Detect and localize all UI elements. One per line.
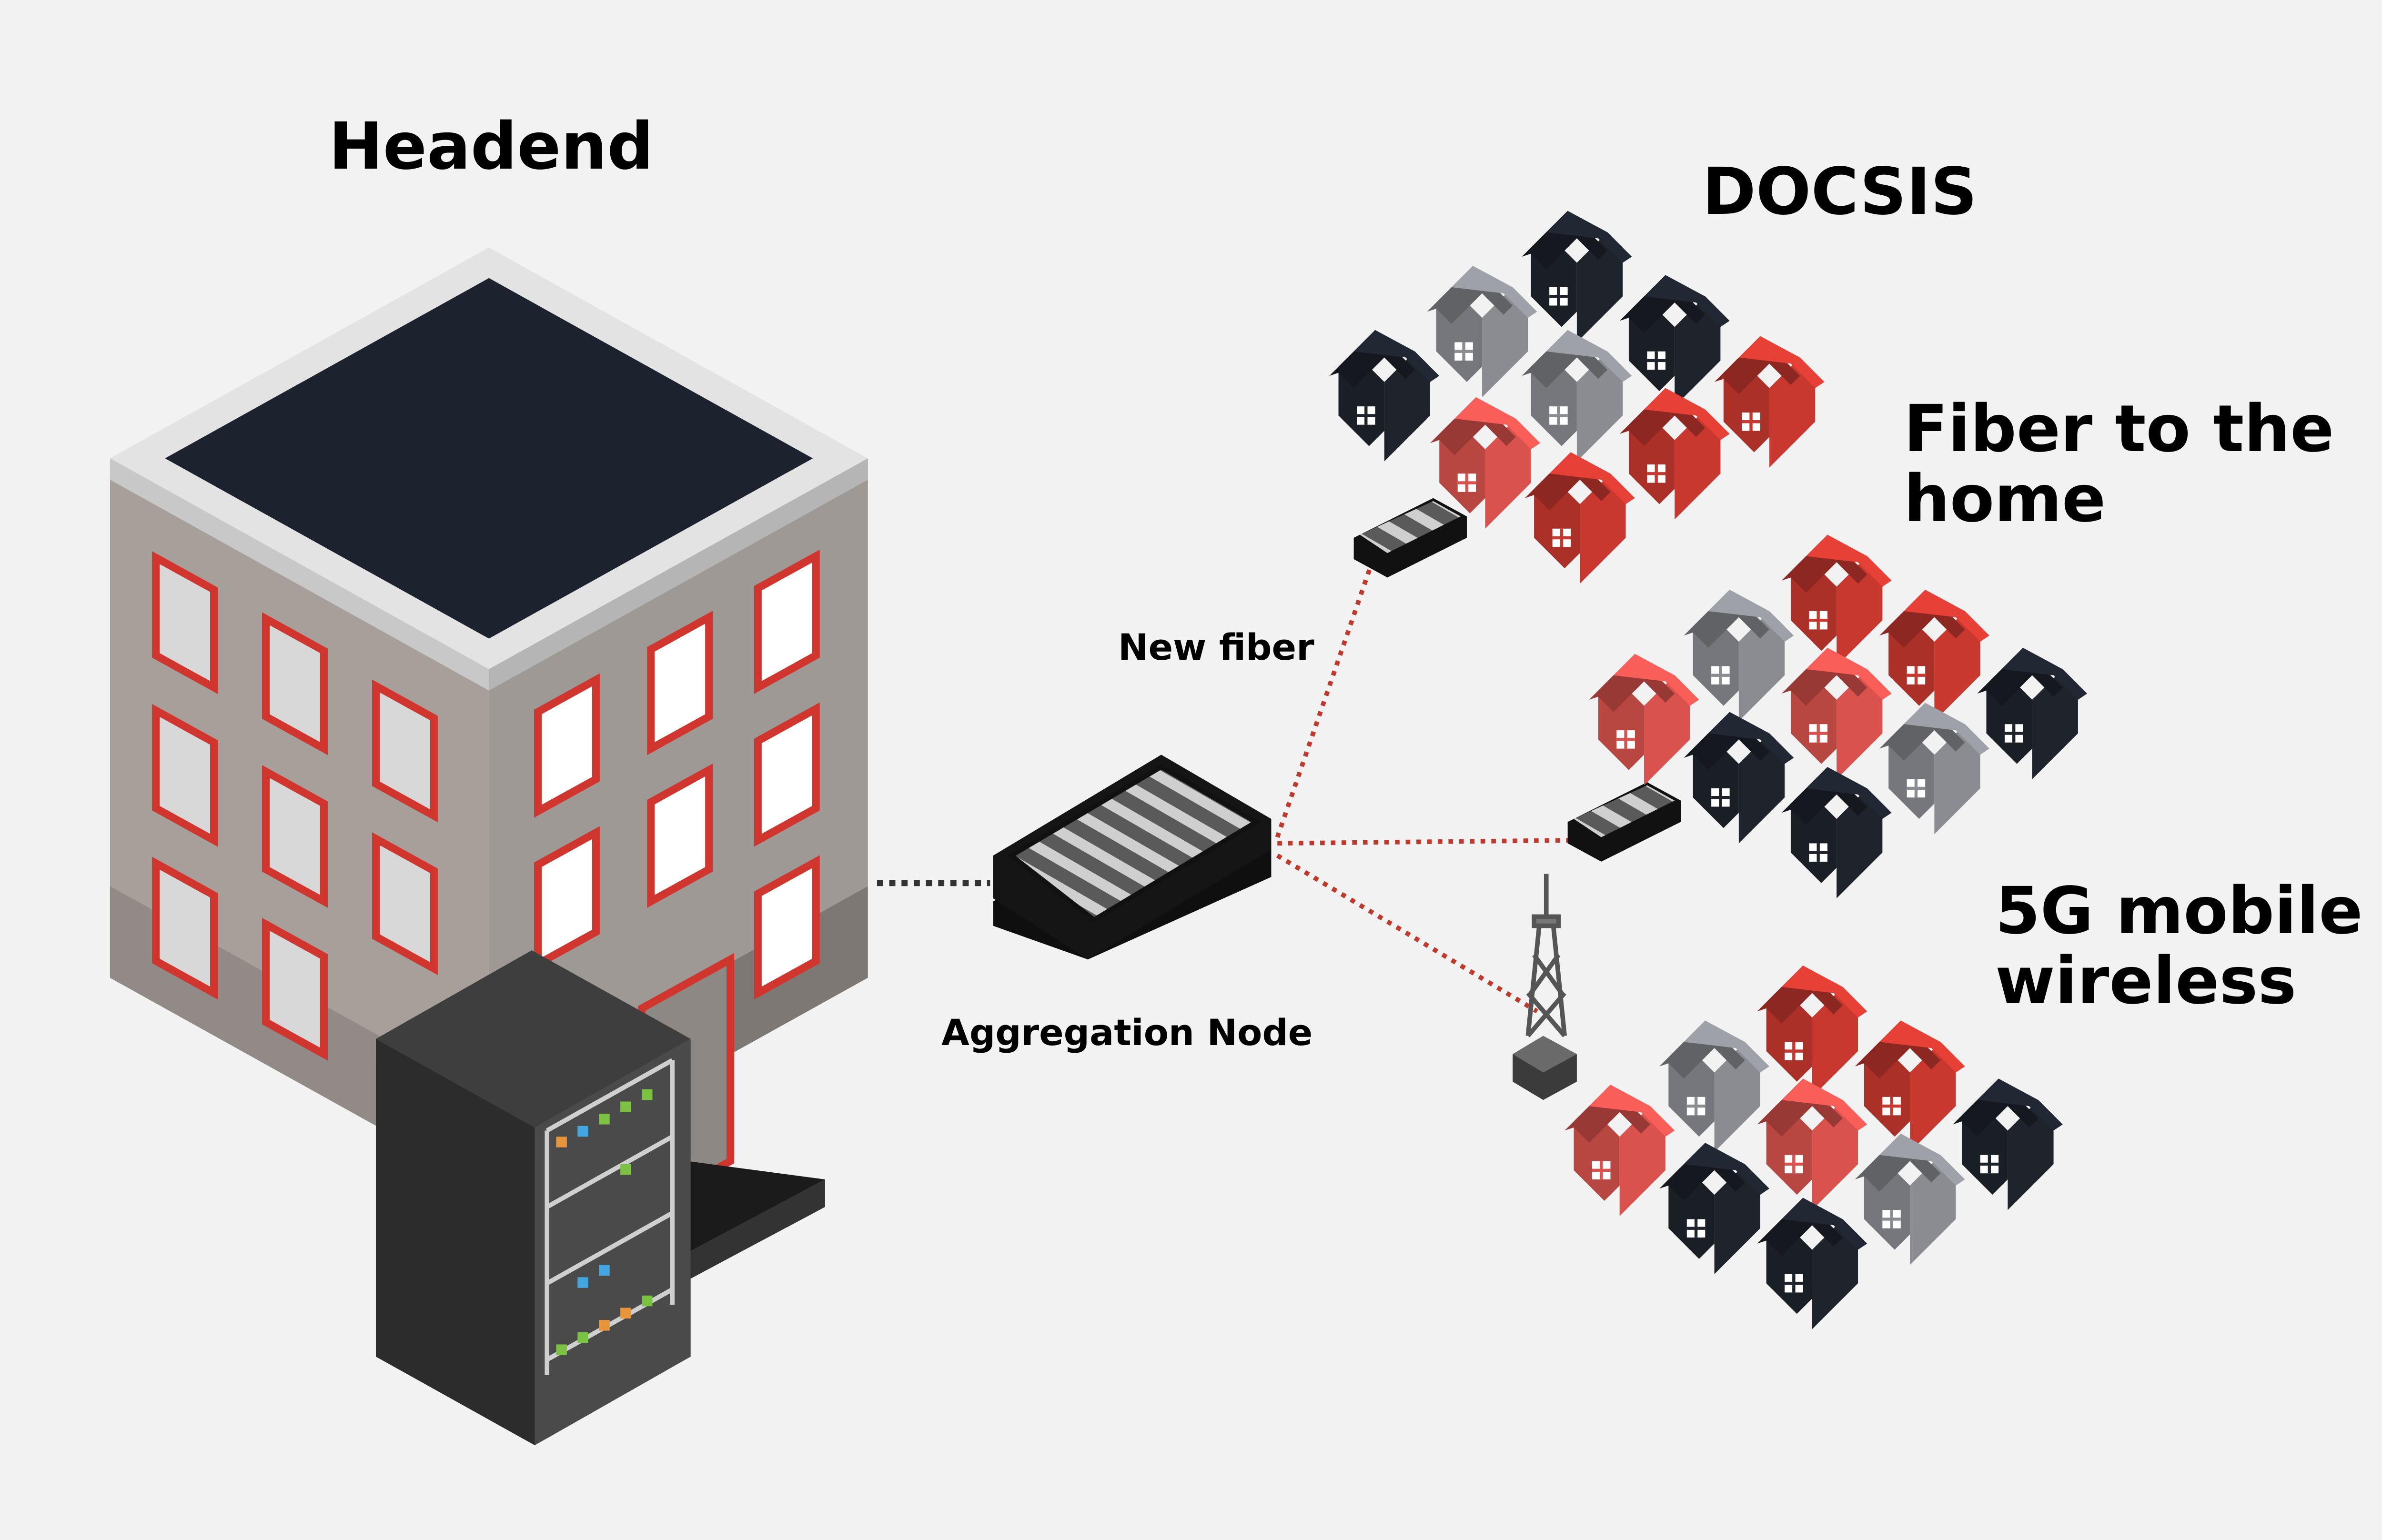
building-windows: [152, 549, 820, 1217]
fiber-links: [877, 552, 1571, 1014]
mobile-label-line1: 5G mobile: [1995, 874, 2363, 949]
headend-building-icon: [110, 247, 868, 1280]
docsis-label: DOCSIS: [1702, 154, 1978, 230]
fiber-label-line2: home: [1904, 461, 2106, 537]
fiber-label-line1: Fiber to the: [1904, 392, 2334, 467]
ftth-node-icon: [1567, 782, 1681, 862]
fiber-to-home-label: Fiber to the home: [1904, 394, 2334, 534]
5g-mobile-wireless-label: 5G mobile wireless: [1995, 876, 2363, 1017]
ftth-houses: [1589, 535, 2088, 898]
new-fiber-label: New fiber: [1118, 626, 1314, 668]
mobile-label-line2: wireless: [1995, 943, 2297, 1019]
aggregation-node-label: Aggregation Node: [941, 1011, 1313, 1054]
mobile-houses: [1564, 966, 2063, 1329]
server-rack-icon: [375, 950, 691, 1446]
cell-tower-icon: [1513, 874, 1577, 1100]
docsis-node-icon: [1353, 498, 1467, 578]
headend-label: Headend: [329, 109, 654, 184]
aggregation-node-icon: [993, 755, 1272, 960]
